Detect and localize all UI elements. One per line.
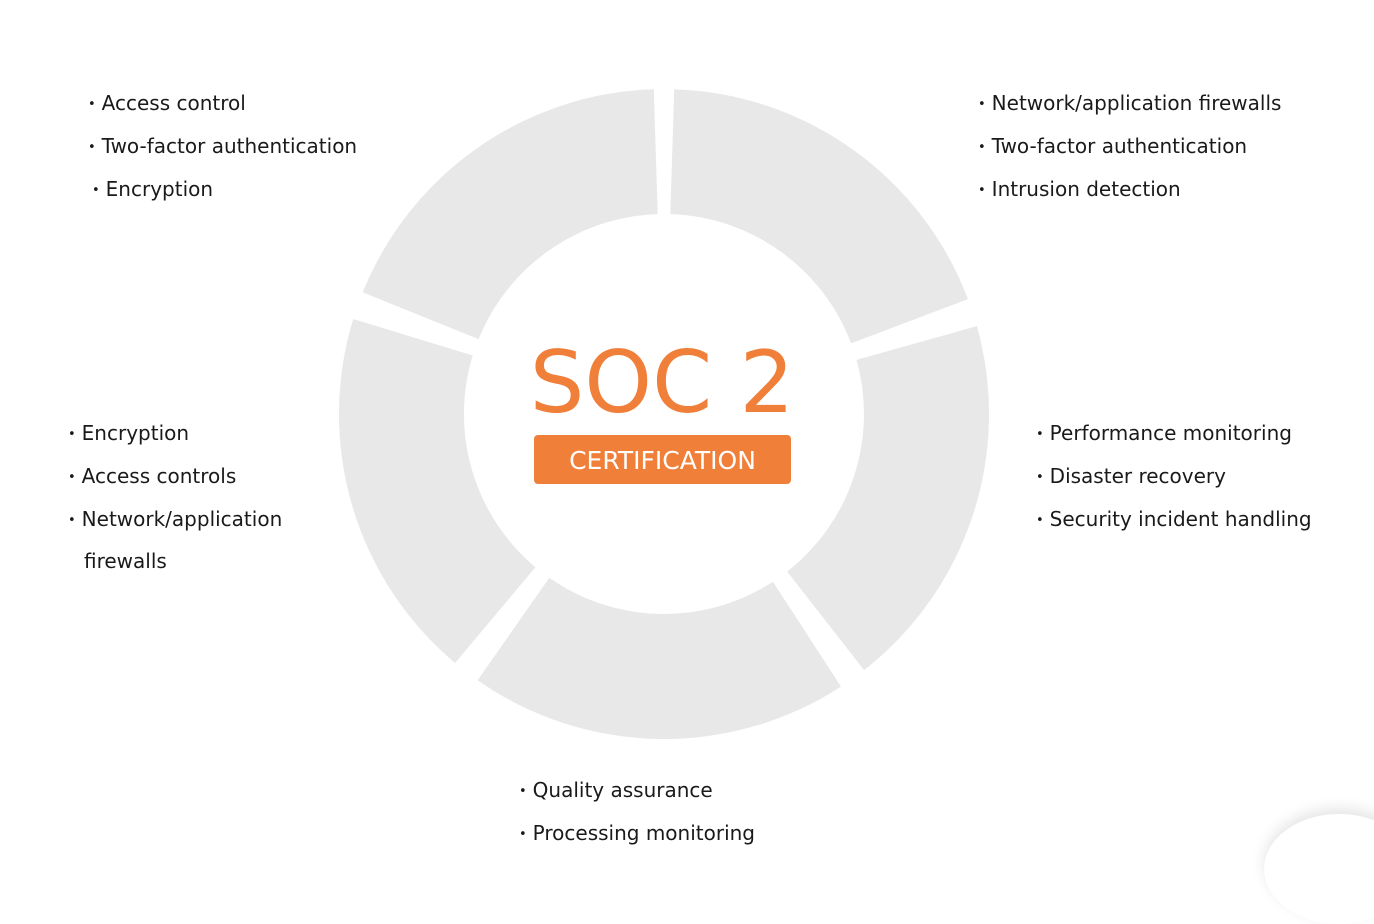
list-item: Performance monitoring (1036, 414, 1312, 457)
list-item: Network/application firewalls (978, 84, 1282, 127)
list-item: Encryption (88, 170, 357, 213)
privacy-controls-list: Access control Two-factor authentication… (88, 84, 357, 212)
segment-privacy (362, 89, 658, 340)
processing-integrity-controls-list: Quality assurance Processing monitoring (519, 771, 755, 857)
segment-security (670, 89, 968, 344)
list-item: Two-factor authentication (88, 127, 357, 170)
availability-controls-list: Performance monitoring Disaster recovery… (1036, 414, 1312, 542)
segment-processing-integrity (477, 577, 841, 739)
list-item: Disaster recovery (1036, 457, 1312, 500)
list-item: Security incident handling (1036, 500, 1312, 543)
list-item: Access controls (68, 457, 282, 500)
list-item: Network/application (68, 500, 283, 543)
center-badge: SOC 2 CERTIFICATION (530, 333, 794, 484)
ring-segments (338, 89, 990, 739)
list-item: Encryption (68, 414, 282, 457)
soc2-title: SOC 2 (530, 333, 794, 433)
certification-label: CERTIFICATION (569, 446, 756, 475)
list-item: Access control (88, 84, 357, 127)
list-item: Quality assurance (519, 771, 755, 814)
list-item: Processing monitoring (519, 814, 755, 857)
security-controls-list: Network/application firewalls Two-factor… (978, 84, 1282, 213)
segment-availability (787, 326, 990, 671)
segment-confidentiality (338, 319, 536, 663)
list-item: Two-factor authentication (978, 127, 1281, 170)
list-item: Intrusion detection (978, 170, 1281, 213)
certification-banner (534, 435, 791, 484)
soc2-ring-diagram: PRIVACY SECURITY AVAILABILITY CONFIDENTI… (338, 89, 990, 739)
confidentiality-controls-list: Encryption Access controls Network/appli… (68, 414, 283, 585)
list-item-continuation: firewalls (84, 549, 167, 574)
